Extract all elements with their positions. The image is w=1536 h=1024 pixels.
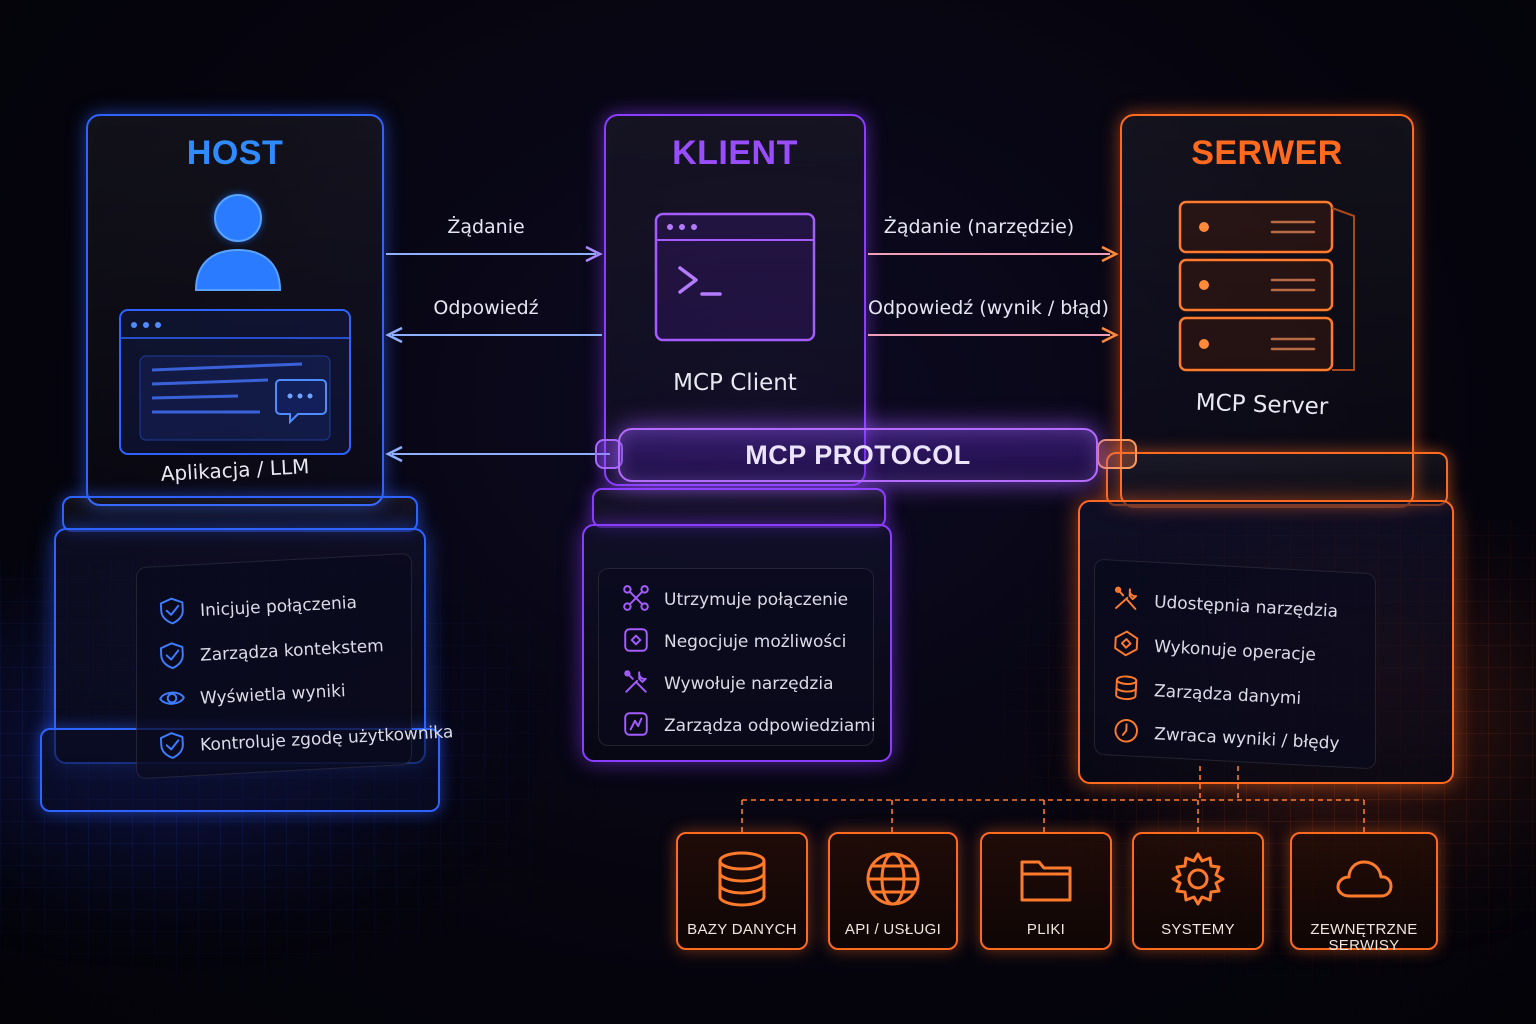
server-feature-item: Udostępnia narzędzia xyxy=(1111,584,1339,628)
resource-label: PLIKI xyxy=(1026,921,1066,938)
mcp-protocol-bar: MCP PROTOCOL xyxy=(618,428,1098,482)
response-icon xyxy=(622,710,650,742)
client-feature-item: Utrzymuje połączenie xyxy=(622,584,848,616)
resource-connectors xyxy=(741,766,1365,832)
client-feature-panel xyxy=(598,568,874,746)
host-feature-item: Kontroluje zgodę użytkownika xyxy=(157,716,454,763)
client-feature-text: Utrzymuje połączenie xyxy=(664,590,849,610)
app-window-icon xyxy=(119,309,351,455)
terminal-icon xyxy=(654,212,816,342)
shield-check-icon xyxy=(157,730,187,763)
server-feature-item: Zwraca wyniki / błędy xyxy=(1111,716,1340,760)
host-feature-item: Inicjuje połączenia xyxy=(157,587,357,629)
user-icon xyxy=(194,194,282,291)
arrow-client-to-server xyxy=(868,245,1119,263)
client-title: KLIENT xyxy=(672,134,798,172)
server-feature-item: Zarządza danymi xyxy=(1111,673,1302,715)
cloud-icon xyxy=(1336,860,1393,898)
client-panel xyxy=(604,114,866,486)
resource-label: BAZY DANYCH xyxy=(687,921,797,938)
server-pedestal-top xyxy=(1106,452,1448,506)
host-feature-item: Wyświetla wyniki xyxy=(157,675,346,717)
arrow-host-to-client xyxy=(386,245,603,263)
tools-icon xyxy=(1111,584,1141,617)
server-feature-item: Wykonuje operacje xyxy=(1111,629,1316,672)
resource-label: ZEWNĘTRZNE SERWISY xyxy=(1310,921,1418,954)
server-rack-icon xyxy=(1178,200,1355,372)
shield-check-icon xyxy=(157,596,187,629)
client-feature-text: Negocjuje możliwości xyxy=(664,632,847,652)
resource-globe: API / USŁUGI xyxy=(828,832,958,950)
host-feature-item: Zarządza kontekstem xyxy=(157,630,384,674)
label-client-to-server: Żądanie (narzędzie) xyxy=(883,216,1075,238)
arrow-protocol-to-host xyxy=(385,445,610,463)
shield-check-icon xyxy=(157,640,187,673)
operation-icon xyxy=(1111,629,1141,662)
folder-icon xyxy=(1020,860,1072,902)
label-client-to-host: Odpowiedź xyxy=(433,297,539,319)
resource-database: BAZY DANYCH xyxy=(676,832,808,950)
resource-label: API / USŁUGI xyxy=(844,921,942,938)
database-icon xyxy=(718,851,766,907)
arrow-client-to-host xyxy=(385,326,602,344)
client-feature-item: Negocjuje możliwości xyxy=(622,626,846,658)
arrow-server-to-client xyxy=(868,326,1119,344)
resource-gear: SYSTEMY xyxy=(1132,832,1264,950)
host-title: HOST xyxy=(186,134,284,172)
gear-icon xyxy=(1171,852,1225,906)
mcp-protocol-label: MCP PROTOCOL xyxy=(745,439,971,470)
client-subtitle: MCP Client xyxy=(673,370,797,396)
resource-cloud: ZEWNĘTRZNE SERWISY xyxy=(1290,832,1438,954)
client-feature-text: Zarządza odpowiedziami xyxy=(664,716,876,736)
client-feature-item: Zarządza odpowiedziami xyxy=(622,710,876,742)
resource-label: SYSTEMY xyxy=(1161,921,1235,938)
connection-icon xyxy=(622,584,650,616)
host-pedestal-top xyxy=(62,496,418,532)
server-title: SERWER xyxy=(1191,134,1343,172)
negotiate-icon xyxy=(622,626,650,658)
database-icon xyxy=(1111,673,1141,706)
label-host-to-client: Żądanie xyxy=(447,216,525,238)
eye-icon xyxy=(157,683,187,716)
result-icon xyxy=(1111,716,1141,749)
resource-folder: PLIKI xyxy=(980,832,1112,950)
tools-icon xyxy=(622,668,650,700)
label-server-to-client: Odpowiedź (wynik / błąd) xyxy=(868,297,1109,319)
client-feature-item: Wywołuje narzędzia xyxy=(622,668,834,700)
globe-icon xyxy=(866,852,920,906)
client-feature-text: Wywołuje narzędzia xyxy=(664,674,834,694)
